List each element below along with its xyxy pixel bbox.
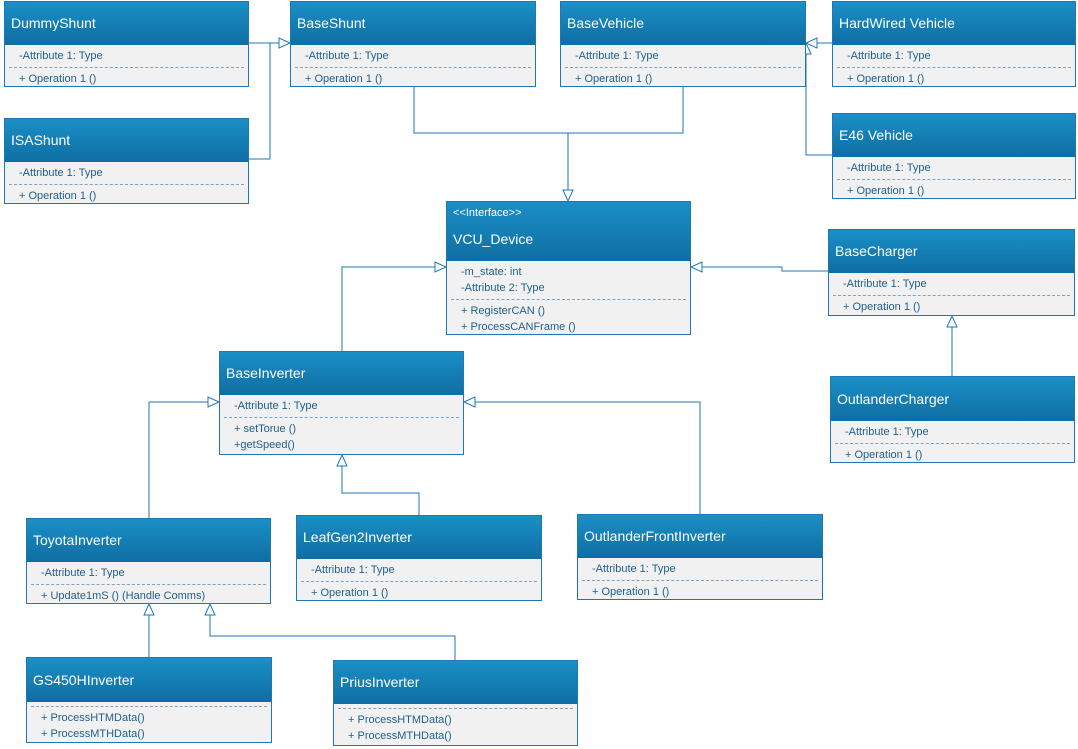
class-name: BaseShunt: [297, 15, 366, 31]
attribute: -Attribute 1: Type: [41, 567, 125, 579]
operation: + ProcessCANFrame (): [461, 321, 576, 333]
attribute: -m_state: int: [461, 266, 522, 278]
class-name: LeafGen2Inverter: [303, 529, 412, 545]
attribute: -Attribute 2: Type: [461, 282, 545, 294]
class-vcu-device[interactable]: <<Interface>> VCU_Device -m_state: int -…: [446, 201, 691, 335]
class-dummy-shunt[interactable]: DummyShunt -Attribute 1: Type + Operatio…: [4, 1, 249, 87]
class-e46-vehicle[interactable]: E46 Vehicle -Attribute 1: Type + Operati…: [832, 113, 1076, 199]
class-name: ISAShunt: [11, 132, 71, 148]
attribute: -Attribute 1: Type: [592, 563, 676, 575]
class-base-charger[interactable]: BaseCharger -Attribute 1: Type + Operati…: [828, 229, 1075, 316]
operation: + Operation 1 (): [592, 586, 670, 598]
operation: + Operation 1 (): [19, 73, 97, 85]
class-name: ToyotaInverter: [33, 532, 122, 548]
class-name: BaseCharger: [835, 243, 918, 259]
class-name: VCU_Device: [453, 231, 534, 247]
attribute: -Attribute 1: Type: [234, 400, 318, 412]
class-gs450h-inverter[interactable]: GS450HInverter + ProcessHTMData() + Proc…: [26, 657, 272, 743]
class-leafgen2-inverter[interactable]: LeafGen2Inverter -Attribute 1: Type + Op…: [296, 515, 542, 601]
class-isa-shunt[interactable]: ISAShunt -Attribute 1: Type + Operation …: [4, 118, 249, 204]
class-name: GS450HInverter: [33, 672, 135, 688]
class-base-shunt[interactable]: BaseShunt -Attribute 1: Type + Operation…: [290, 1, 536, 87]
operation: + setTorue (): [234, 423, 297, 435]
operation: + ProcessHTMData(): [348, 714, 452, 726]
operation: + Operation 1 (): [311, 587, 389, 599]
attribute: -Attribute 1: Type: [575, 50, 659, 62]
class-prius-inverter[interactable]: PriusInverter + ProcessHTMData() + Proce…: [333, 660, 578, 746]
attribute: -Attribute 1: Type: [19, 167, 103, 179]
attribute: -Attribute 1: Type: [305, 50, 389, 62]
operation: + Operation 1 (): [575, 73, 653, 85]
operation: + Operation 1 (): [305, 73, 383, 85]
class-name: DummyShunt: [11, 15, 96, 31]
operation: + RegisterCAN (): [461, 305, 546, 317]
class-outlander-front-inverter[interactable]: OutlanderFrontInverter -Attribute 1: Typ…: [577, 514, 823, 600]
attribute: -Attribute 1: Type: [19, 50, 103, 62]
operation: + Operation 1 (): [843, 301, 921, 313]
attribute: -Attribute 1: Type: [847, 50, 931, 62]
operation: + Operation 1 (): [845, 449, 923, 461]
class-base-inverter[interactable]: BaseInverter -Attribute 1: Type + setTor…: [219, 351, 464, 455]
class-name: BaseInverter: [226, 365, 306, 381]
operation: +getSpeed(): [234, 439, 295, 451]
operation: + Operation 1 (): [847, 185, 925, 197]
class-name: OutlanderFrontInverter: [584, 528, 726, 544]
class-name: E46 Vehicle: [839, 127, 913, 143]
class-outlander-charger[interactable]: OutlanderCharger -Attribute 1: Type + Op…: [830, 376, 1075, 463]
attribute: -Attribute 1: Type: [843, 278, 927, 290]
attribute: -Attribute 1: Type: [845, 426, 929, 438]
class-name: OutlanderCharger: [837, 391, 950, 407]
class-name: HardWired Vehicle: [839, 15, 955, 31]
operation: + Update1mS () (Handle Comms): [41, 590, 206, 602]
attribute: -Attribute 1: Type: [847, 162, 931, 174]
attribute: -Attribute 1: Type: [311, 564, 395, 576]
stereotype-label: <<Interface>>: [453, 207, 522, 219]
class-name: BaseVehicle: [567, 15, 645, 31]
operation: + ProcessHTMData(): [41, 712, 145, 724]
operation: + Operation 1 (): [19, 190, 97, 202]
class-toyota-inverter[interactable]: ToyotaInverter -Attribute 1: Type + Upda…: [26, 518, 271, 604]
operation: + ProcessMTHData(): [41, 728, 145, 740]
class-name: PriusInverter: [340, 674, 420, 690]
class-hardwired-vehicle[interactable]: HardWired Vehicle -Attribute 1: Type + O…: [832, 1, 1076, 87]
operation: + Operation 1 (): [847, 73, 925, 85]
class-base-vehicle[interactable]: BaseVehicle -Attribute 1: Type + Operati…: [560, 1, 806, 87]
operation: + ProcessMTHData(): [348, 730, 452, 742]
